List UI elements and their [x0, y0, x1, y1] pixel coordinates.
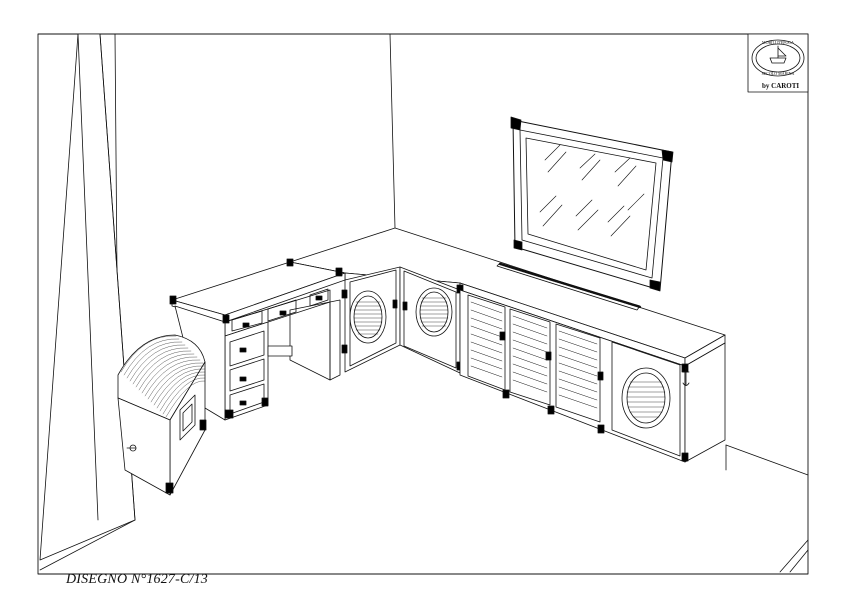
sea-chest [117, 334, 207, 496]
logo-top-text: MOBILI D'EPOCA [762, 40, 794, 45]
wall-mirror [510, 116, 674, 292]
caroti-logo: MOBILI D'EPOCA SECOLO MARINA [747, 33, 809, 93]
drawing-frame [37, 33, 809, 575]
drawing-number-caption: DISEGNO N°1627-C/13 [66, 572, 209, 587]
logo-byline: by CAROTI [762, 82, 800, 90]
logo-bottom-text: SECOLO MARINA [762, 71, 795, 76]
pillar [39, 33, 136, 561]
louvered-sideboard [459, 289, 726, 463]
